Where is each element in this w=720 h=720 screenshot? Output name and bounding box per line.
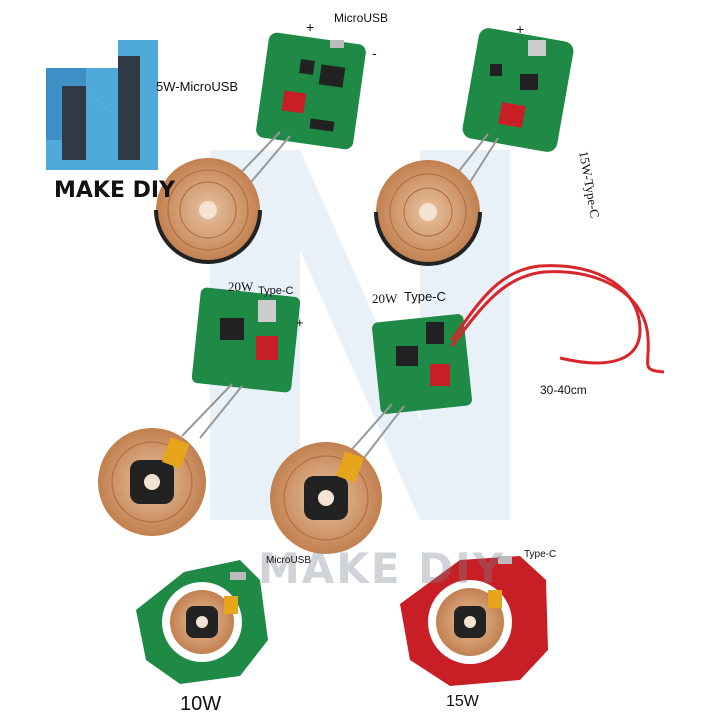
label-typec-left: Type-C bbox=[258, 285, 294, 297]
module-10w-round bbox=[136, 560, 268, 684]
module-20w-typec-left bbox=[98, 287, 301, 536]
label-typec-right: Type-C bbox=[404, 289, 446, 304]
module-20w-typec-right bbox=[270, 264, 665, 554]
module-15w-typec bbox=[374, 28, 574, 266]
brand-name: MAKE DIY bbox=[54, 178, 176, 203]
label-minus-top-left: - bbox=[372, 45, 377, 61]
label-20w-left: 20W bbox=[228, 279, 254, 294]
label-cable-length: 30-40cm bbox=[540, 383, 587, 397]
label-plus-top-left: + bbox=[306, 19, 315, 35]
watermark-text: MAKE DIY bbox=[258, 544, 506, 593]
brand-logo bbox=[46, 40, 158, 170]
label-5w-microusb: 5W-MicroUSB bbox=[156, 79, 239, 94]
label-microusb-bottom: MicroUSB bbox=[266, 555, 312, 566]
label-15w: 15W bbox=[446, 693, 479, 710]
label-20w-right: 20W bbox=[372, 291, 398, 306]
module-15w-round bbox=[400, 556, 548, 686]
label-typec-bottom: Type-C bbox=[524, 549, 557, 560]
label-10w: 10W bbox=[180, 693, 222, 715]
module-5w-microusb bbox=[154, 32, 366, 264]
label-plus-mid-left: + bbox=[296, 315, 304, 330]
label-plus-top-right: + bbox=[516, 21, 525, 37]
label-microusb-top: MicroUSB bbox=[334, 11, 389, 25]
